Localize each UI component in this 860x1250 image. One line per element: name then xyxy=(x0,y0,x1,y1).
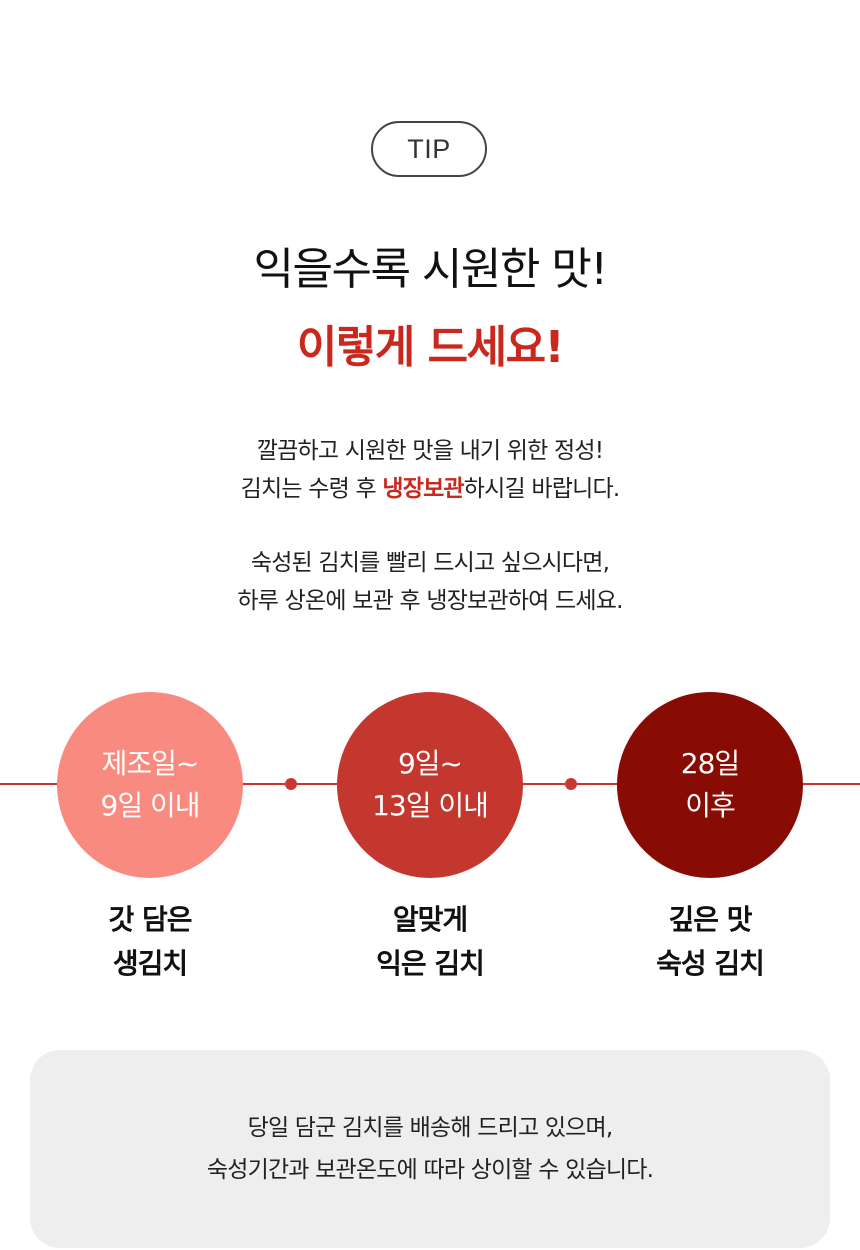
stage-label-line: 생김치 xyxy=(112,947,188,980)
highlight-refrigerate: 냉장보관 xyxy=(382,476,464,502)
intro-text: 하시길 바랍니다. xyxy=(463,476,620,502)
timeline-dot xyxy=(565,778,577,790)
stage-period: 제조일~ xyxy=(101,747,200,780)
notice-line: 숙성기간과 보관온도에 따라 상이할 수 있습니다. xyxy=(206,1157,654,1183)
stage-label-aged: 깊은 맛 숙성 김치 xyxy=(610,898,810,986)
stage-period: 이후 xyxy=(685,789,736,822)
timeline-dot xyxy=(285,778,297,790)
notice-box: 당일 담군 김치를 배송해 드리고 있으며, 숙성기간과 보관온도에 따라 상이… xyxy=(30,1050,830,1248)
intro-line: 김치는 수령 후 냉장보관하시길 바랍니다. xyxy=(0,470,860,508)
stage-label-line: 깊은 맛 xyxy=(668,903,752,936)
headline-line-2: 이렇게 드세요! xyxy=(296,322,565,373)
intro-line: 하루 상온에 보관 후 냉장보관하여 드세요. xyxy=(237,588,623,614)
stage-circle-fresh: 제조일~ 9일 이내 xyxy=(57,692,243,878)
stage-circle-aged: 28일 이후 xyxy=(617,692,803,878)
stage-label-line: 익은 김치 xyxy=(376,947,485,980)
stage-period: 9일 이내 xyxy=(100,789,201,822)
intro-line: 숙성된 김치를 빨리 드시고 싶으시다면, xyxy=(250,550,610,576)
stage-label-line: 숙성 김치 xyxy=(656,947,765,980)
notice-line: 당일 담군 김치를 배송해 드리고 있으며, xyxy=(247,1115,614,1141)
intro-paragraph-1: 깔끔하고 시원한 맛을 내기 위한 정성! 김치는 수령 후 냉장보관하시길 바… xyxy=(0,432,860,508)
tip-badge: TIP xyxy=(371,121,487,177)
intro-line: 깔끔하고 시원한 맛을 내기 위한 정성! xyxy=(256,438,604,464)
stage-period: 28일 xyxy=(680,747,740,780)
headline-line-1: 익을수록 시원한 맛! xyxy=(253,244,608,295)
intro-paragraph-2: 숙성된 김치를 빨리 드시고 싶으시다면, 하루 상온에 보관 후 냉장보관하여… xyxy=(0,544,860,620)
stage-circle-ripe: 9일~ 13일 이내 xyxy=(337,692,523,878)
stage-label-line: 갓 담은 xyxy=(108,903,192,936)
stage-period: 13일 이내 xyxy=(372,789,489,822)
intro-text: 김치는 수령 후 xyxy=(240,476,383,502)
stage-label-fresh: 갓 담은 생김치 xyxy=(50,898,250,986)
stage-period: 9일~ xyxy=(397,747,463,780)
stage-label-line: 알맞게 xyxy=(392,903,468,936)
stage-label-ripe: 알맞게 익은 김치 xyxy=(330,898,530,986)
